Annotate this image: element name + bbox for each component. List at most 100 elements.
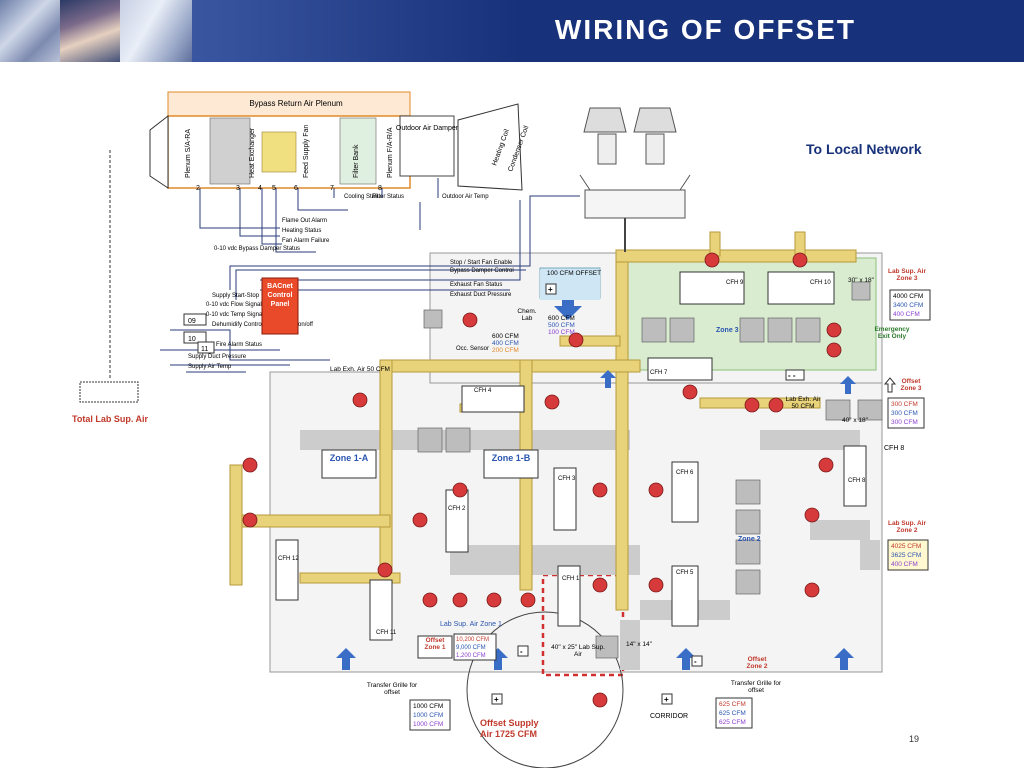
signal-supply-start-stop: Supply Start-Stop <box>212 293 260 299</box>
dims-14-label: 14" x 14" <box>626 641 653 648</box>
lab-exh-air-right: Lab Exh. Air 50 CFM <box>785 396 821 410</box>
svg-text:+: + <box>664 695 669 704</box>
offset-zone1-val-0: 10,200 CFM <box>456 637 489 643</box>
filter-status-label: Filter Status <box>372 194 404 200</box>
signal-exhaust-duct-pressure: Exhaust Duct Pressure <box>450 292 512 298</box>
signal-flame-out: Flame Out Alarm <box>282 218 327 224</box>
signal-stop-start: Stop / Start Fan Enable <box>450 260 513 266</box>
offset-zone2-val-2: 625 CFM <box>719 719 746 726</box>
chem-lab-val-0: 600 CFM <box>548 315 575 322</box>
offset-zone3-title: Offset Zone 3 <box>900 378 922 392</box>
point-6: 6 <box>294 185 298 192</box>
signal-supply-air-temp: Supply Air Temp <box>188 364 232 370</box>
offset-zone1-title: Offset Zone 1 <box>424 637 446 651</box>
left-offset-val-1: 1000 CFM <box>413 712 443 719</box>
dims-30x18-label: 30" x 18" <box>848 277 875 284</box>
page-title: WIRING OF OFFSET <box>554 14 856 45</box>
ahu-label-supply-fan: Feed Supply Fan <box>303 125 310 178</box>
cooling-status-label: Cooling Status <box>344 194 383 200</box>
point-4: 4 <box>258 185 262 192</box>
cfh-5-label: CFH 5 <box>676 570 694 576</box>
header-photo-equipment <box>120 0 192 62</box>
zone3-sup-val-0: 4000 CFM <box>893 293 923 300</box>
zone2-sup-val-1: 3625 CFM <box>891 552 921 559</box>
cfh-4-label: CFH 4 <box>474 388 492 394</box>
signal-bypass-damper-control: Bypass Damper Control <box>450 268 514 274</box>
floor-labels: Lab Exh. Air 50 CFM Lab Exh. Air 50 CFM … <box>330 277 910 739</box>
hvac-wiring-diagram: Bypass Return Air Plenum Plenum S/A-RA H… <box>72 91 931 768</box>
signal-temp: 0-10 vdc Temp Signal <box>206 312 264 318</box>
header-photo-scientist <box>0 0 60 62</box>
offset-100-label: 100 CFM OFFSET <box>546 270 602 277</box>
cfh-12-label: CFH 12 <box>278 556 299 562</box>
zone2-sup-val-0: 4025 CFM <box>891 543 921 550</box>
lab-exh-air-left: Lab Exh. Air 50 CFM <box>330 366 390 373</box>
zone-2-label: Zone 2 <box>738 536 761 543</box>
zone3-sup-val-1: 3400 CFM <box>893 302 923 309</box>
left-offset-val-2: 1000 CFM <box>413 721 443 728</box>
point-7: 7 <box>330 185 334 192</box>
svg-text:-: - <box>694 657 697 666</box>
svg-text:-: - <box>520 647 523 656</box>
zone-1b-label: Zone 1-B <box>491 453 531 463</box>
cfh-1-label: CFH 1 <box>562 576 580 582</box>
offset-zone3-val-2: 300 CFM <box>891 419 918 426</box>
to-local-network-label: To Local Network <box>806 141 922 157</box>
bacnet-control-panel: BACnet Control Panel <box>261 277 299 335</box>
panel-number-11: 11 <box>201 346 208 353</box>
offset-zone1-val-2: 1,200 CFM <box>456 653 486 659</box>
svg-text:- -: - - <box>788 371 796 380</box>
point-8: 8 <box>378 185 382 192</box>
cfh-2-label: CFH 2 <box>448 506 466 512</box>
signal-supply-duct-pressure: Supply Duct Pressure <box>188 354 247 360</box>
offset-zone1-val-1: 9,000 CFM <box>456 645 486 651</box>
offset-zone-3-box: Offset Zone 3 300 CFM 300 CFM 300 CFM <box>883 377 925 429</box>
lab-sup-air-zone1-label: Lab Sup. Air Zone 1 <box>440 621 502 628</box>
offset-zone2-val-1: 625 CFM <box>719 710 746 717</box>
cfh-7-label: CFH 7 <box>650 370 668 376</box>
zone-labels: Zone 1-A Zone 1-B Zone 2 Zone 3 <box>321 327 761 543</box>
offset-zone3-val-0: 300 CFM <box>891 401 918 408</box>
vav-valves <box>242 252 842 708</box>
outdoor-air-damper-label: Outdoor Air Damper <box>396 125 459 132</box>
header-photo-lab <box>60 0 120 62</box>
cfh-11-label: CFH 11 <box>376 630 397 636</box>
cfh-8-label: CFH 8 <box>848 478 866 484</box>
chem-lab2-val-1: 400 CFM <box>492 340 519 347</box>
offset-supply-circle <box>466 611 624 768</box>
bypass-plenum-label: Bypass Return Air Plenum <box>249 99 343 108</box>
offset-zone-1-box: Offset Zone 1 10,200 CFM 9,000 CFM 1,200… <box>417 633 497 661</box>
bacnet-panel-label: BACnet Control Panel <box>267 283 293 308</box>
cfh-6-label: CFH 6 <box>676 470 694 476</box>
signal-flow: 0-10 vdc Flow Signal <box>206 302 262 308</box>
transfer-grille-right: Transfer Grille for offset <box>730 680 782 694</box>
lab-sup-dims-label: 40" x 25" Lab Sup. Air <box>551 644 605 658</box>
corridor-label: CORRIDOR <box>650 713 688 720</box>
cfh-9-label: CFH 9 <box>726 280 744 286</box>
signal-fire-alarm: Fire Alarm Status <box>216 342 262 348</box>
air-handling-unit: Bypass Return Air Plenum Plenum S/A-RA H… <box>72 91 531 424</box>
svg-text:+: + <box>548 285 553 294</box>
offset-supply-cfm-label: Air 1725 CFM <box>480 729 537 739</box>
header-gradient-band <box>192 0 522 62</box>
signal-exhaust-fan-status: Exhaust Fan Status <box>450 282 502 288</box>
offset-zone2-val-0: 625 CFM <box>719 701 746 708</box>
zone2-sup-val-2: 400 CFM <box>891 561 918 568</box>
chem-lab2-val-0: 600 CFM <box>492 333 519 340</box>
left-offset-box: 1000 CFM 1000 CFM 1000 CFM <box>409 699 451 731</box>
outdoor-air-temp-label: Outdoor Air Temp <box>442 194 489 200</box>
exhaust-fans-rooftop <box>579 107 691 252</box>
signal-bypass-damper-status: 0-10 vdc Bypass Damper Status <box>214 246 300 252</box>
pressure-indicators: + - + + - - - <box>491 283 805 705</box>
zone-3-label: Zone 3 <box>716 327 739 334</box>
cfh-10-label: CFH 10 <box>810 280 831 286</box>
chem-lab2-val-2: 200 CFM <box>492 347 519 354</box>
zone-2-supply-box: Lab Sup. Air Zone 2 4025 CFM 3625 CFM 40… <box>887 520 929 571</box>
zone-3-supply-box: Lab Sup. Air Zone 3 4000 CFM 3400 CFM 40… <box>888 268 931 321</box>
page-number: 19 <box>908 734 919 744</box>
point-2: 2 <box>196 185 200 192</box>
chem-lab-val-1: 500 CFM <box>548 322 575 329</box>
offset-zone3-val-1: 300 CFM <box>891 410 918 417</box>
point-3: 3 <box>236 185 240 192</box>
offset-zone2-title: Offset Zone 2 <box>746 656 768 670</box>
